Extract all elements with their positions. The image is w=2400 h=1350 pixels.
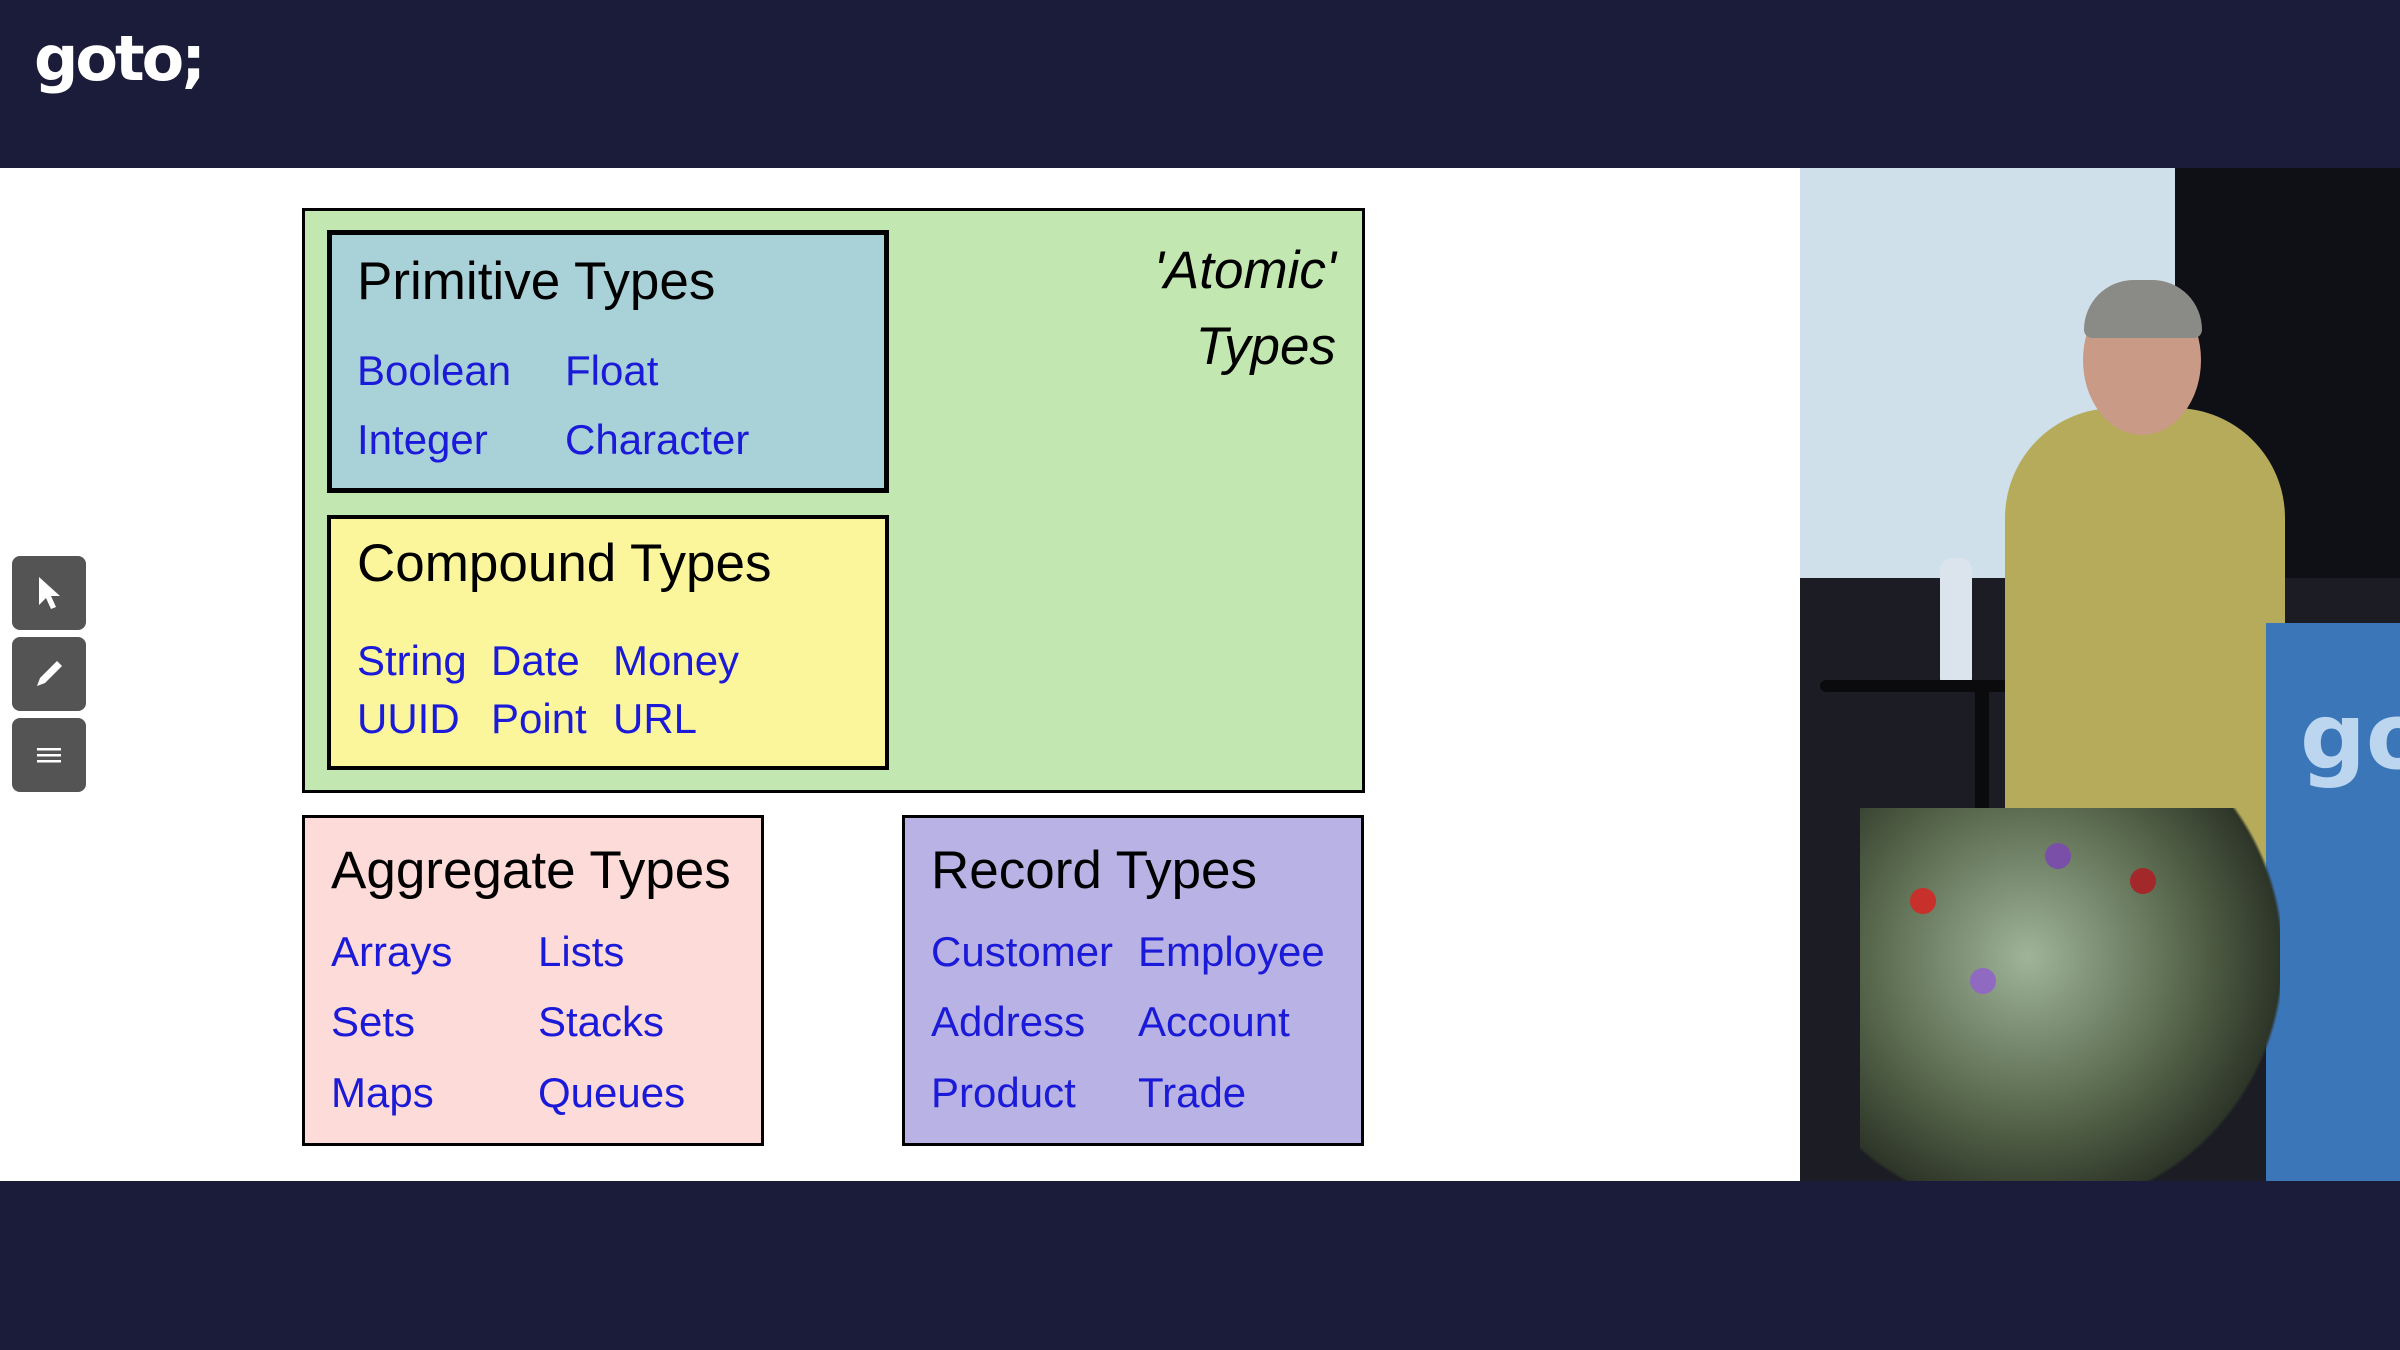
primitive-types-title: Primitive Types — [357, 252, 716, 311]
atomic-label-line-1: 'Atomic' — [1153, 241, 1336, 300]
aggregate-types-title: Aggregate Types — [331, 841, 731, 900]
pointer-tool-button[interactable] — [12, 556, 86, 630]
compound-item: Date — [491, 637, 580, 684]
aggregate-item: Maps — [331, 1069, 434, 1116]
primitive-item: Float — [565, 347, 659, 394]
atomic-types-label: 'Atomic' Types — [1154, 233, 1336, 385]
record-types-box: Record Types Customer Employee Address A… — [902, 815, 1364, 1146]
compound-types-box: Compound Types String Date Money UUID Po… — [327, 515, 889, 770]
red-flower — [1910, 888, 1936, 914]
compound-item: URL — [613, 695, 698, 742]
record-item: Employee — [1138, 928, 1325, 975]
primitive-types-box: Primitive Types Boolean Float Integer Ch… — [327, 230, 889, 493]
flower-arrangement — [1860, 808, 2280, 1181]
record-item: Account — [1138, 998, 1290, 1045]
compound-item: Money — [613, 637, 740, 684]
podium-logo: go — [2300, 683, 2400, 790]
pen-icon — [37, 661, 62, 686]
pen-tool-button[interactable] — [12, 637, 86, 711]
aggregate-item: Queues — [538, 1069, 686, 1116]
compound-item: String — [357, 637, 467, 684]
water-bottle — [1940, 558, 1972, 683]
record-item: Trade — [1138, 1069, 1247, 1116]
menu-tool-button[interactable] — [12, 718, 86, 792]
presentation-slide: 'Atomic' Types Primitive Types Boolean F… — [0, 168, 1800, 1181]
primitive-item: Character — [565, 416, 750, 463]
speaker-video: go — [1800, 168, 2400, 1181]
compound-types-title: Compound Types — [357, 534, 772, 593]
record-item: Customer — [931, 928, 1114, 975]
primitive-item: Boolean — [357, 347, 512, 394]
speaker-hair — [2084, 280, 2202, 338]
aggregate-item: Lists — [538, 928, 625, 975]
aggregate-types-box: Aggregate Types Arrays Lists Sets Stacks… — [302, 815, 764, 1146]
aggregate-item: Sets — [331, 998, 416, 1045]
compound-item: Point — [491, 695, 587, 742]
primitive-item: Integer — [357, 416, 488, 463]
record-types-title: Record Types — [931, 841, 1258, 900]
pointer-icon — [39, 577, 60, 609]
record-item: Product — [931, 1069, 1076, 1116]
annotation-toolbar — [12, 556, 86, 799]
aggregate-item: Arrays — [331, 928, 453, 975]
menu-icon — [37, 748, 61, 763]
goto-logo: goto; — [34, 22, 206, 95]
purple-flower — [2045, 843, 2071, 869]
red-flower — [2130, 868, 2156, 894]
record-item: Address — [931, 998, 1086, 1045]
compound-item: UUID — [357, 695, 460, 742]
aggregate-item: Stacks — [538, 998, 665, 1045]
atomic-label-line-2: Types — [1195, 317, 1336, 376]
purple-flower — [1970, 968, 1996, 994]
podium: go — [2266, 623, 2400, 1181]
